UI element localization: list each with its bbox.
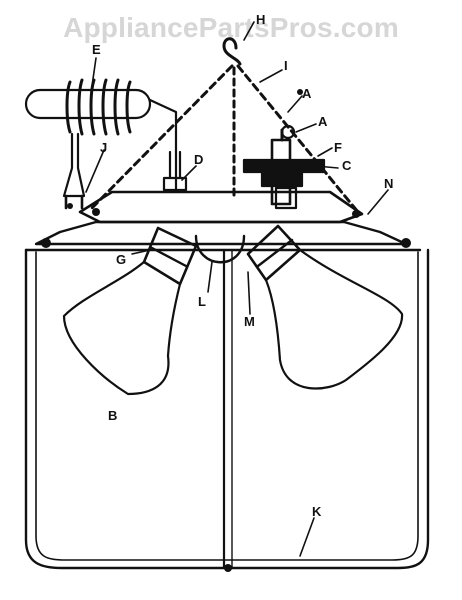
label-a2: A [318,114,328,129]
label-j: J [100,140,107,155]
rivets [41,89,411,572]
label-f: F [334,140,342,155]
chain-left [90,64,234,210]
label-k: K [312,504,322,519]
label-g: G [116,252,126,267]
cord-coil [24,78,178,210]
thermostat [162,150,188,192]
basket [24,248,430,570]
switch-assembly [242,124,326,210]
label-h: H [256,12,265,27]
label-d: D [194,152,203,167]
label-b: B [108,408,117,423]
label-l: L [198,294,206,309]
chain-right [236,64,360,214]
hood [34,220,408,246]
center-dome [194,234,246,264]
lamp-left [62,226,198,396]
label-m: M [244,314,255,329]
top-plate [78,190,364,224]
label-c: C [342,158,352,173]
label-a1: A [302,86,312,101]
label-n: N [384,176,393,191]
lamp-right [246,224,404,390]
leader-lines [85,21,389,557]
label-e: E [92,42,101,57]
hook [222,37,242,66]
label-i: I [284,58,288,73]
